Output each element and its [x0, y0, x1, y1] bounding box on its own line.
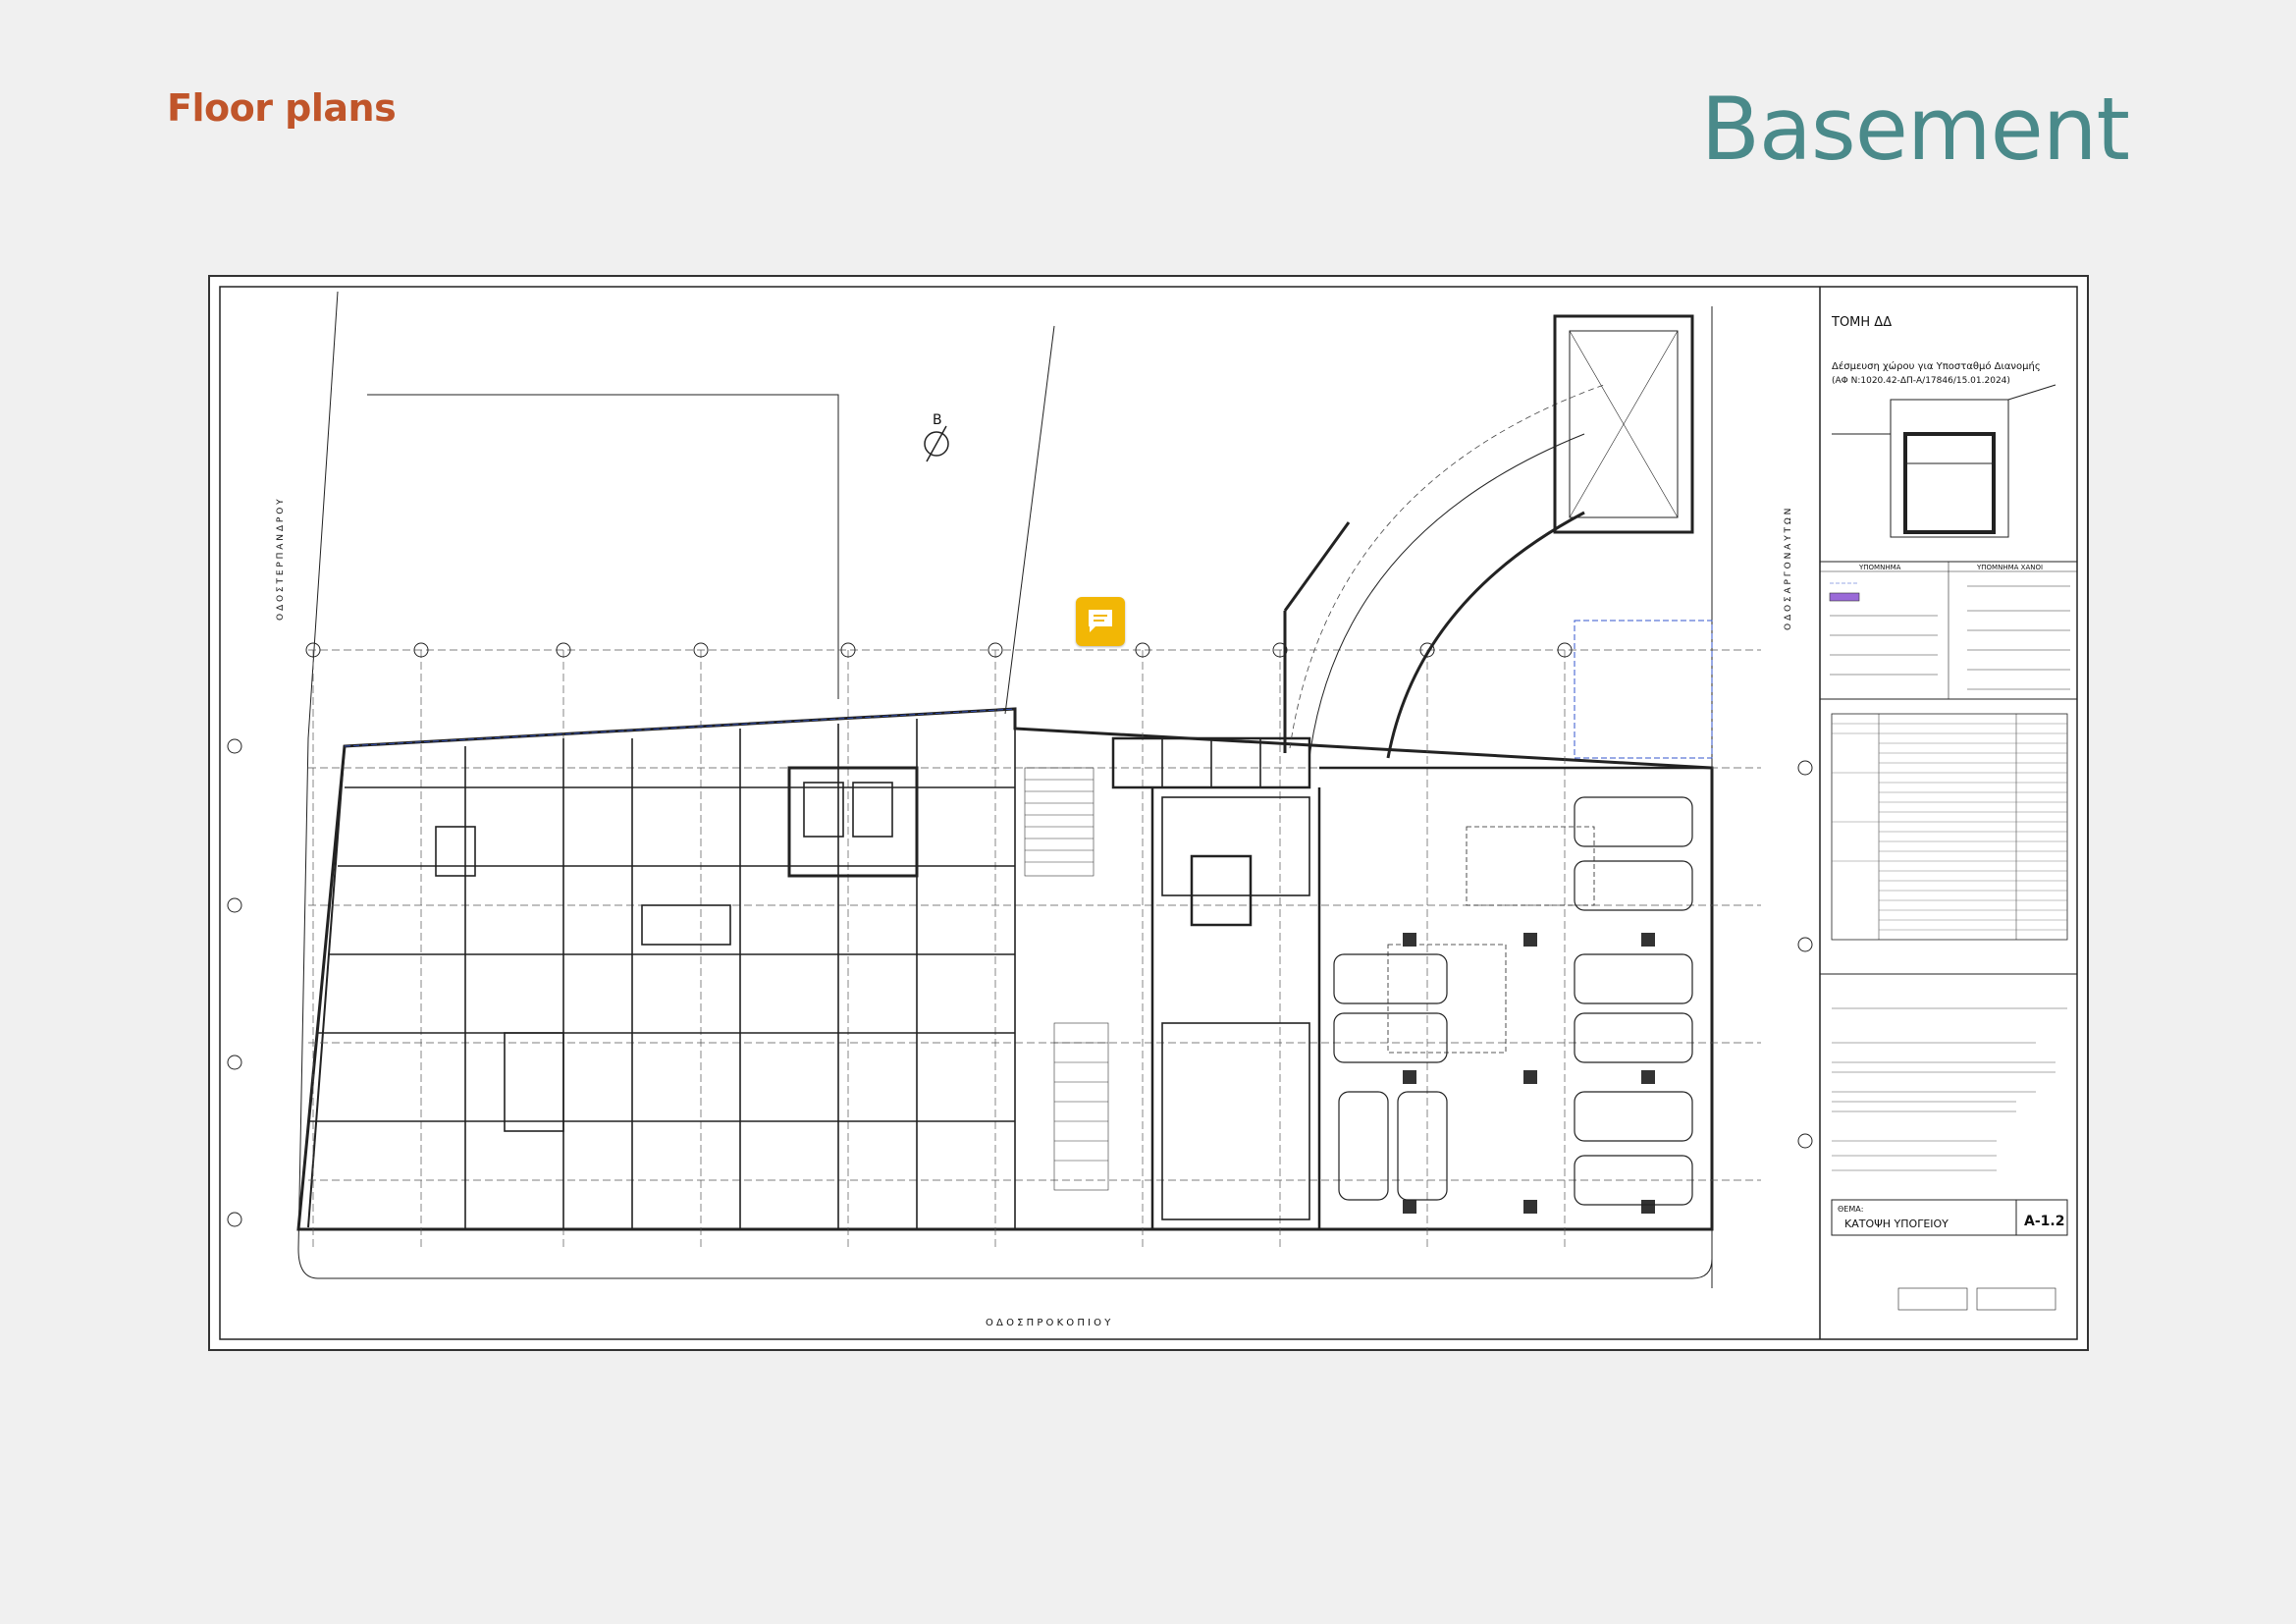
grid-bubbles: [227, 642, 1813, 1227]
legend-header-2: ΥΠΟΜΝΗΜΑ ΧΑΝΟΙ: [1976, 564, 2043, 571]
north-arrow-icon: B: [924, 412, 949, 462]
street-label-bottom: Ο Δ Ο Σ Π Ρ Ο Κ Ο Π Ι Ο Υ: [986, 1318, 1111, 1328]
kerb-line: [297, 1248, 1713, 1279]
legend-header-1: ΥΠΟΜΝΗΜΑ: [1858, 564, 1901, 571]
core-walls: [1111, 736, 1321, 1229]
section-note-1: Δέσμευση χώρου για Υποσταθμό Διανομής: [1832, 360, 2041, 372]
sheet-title: ΚΑΤΟΨΗ ΥΠΟΓΕΙΟΥ: [1844, 1218, 1949, 1230]
ramp-centerline: [1289, 384, 1605, 749]
substation-reservation: [1574, 620, 1713, 759]
stairs: [1024, 767, 1109, 1191]
ramp-arc: [1308, 433, 1585, 759]
sheet-title-label: ΘΕΜΑ:: [1838, 1205, 1863, 1214]
ramp-wall: [1386, 511, 1585, 759]
floor-plan-svg: B Ο Δ Ο Σ Π Ρ Ο Κ Ο Π Ι Ο Υ Ο Δ Ο Σ Τ Ε …: [219, 286, 2078, 1340]
inner-frame: [219, 286, 2078, 1340]
section-heading: ΤΟΜΗ ΔΔ: [1831, 315, 1892, 330]
building-left-wall: [307, 745, 346, 1228]
site-boundary-diag: [1004, 325, 1055, 715]
street-label-right: Ο Δ Ο Σ Α Ρ Γ Ο Ν Α Υ Τ Ω Ν: [1784, 509, 1793, 630]
svg-text:B: B: [933, 412, 942, 428]
title-block: ΤΟΜΗ ΔΔ Δέσμευση χώρου για Υποσταθμό Δια…: [1820, 315, 2077, 1311]
site-boundary-left: [297, 291, 339, 1250]
site-boundary-top: [367, 394, 839, 699]
parking-area: [1319, 766, 1712, 1214]
page-title: Basement: [1700, 79, 2130, 180]
section-label: Floor plans: [167, 86, 397, 130]
section-note-2: (ΑΦ Ν:1020.42-ΔΠ-Α/17846/15.01.2024): [1832, 376, 2010, 386]
grid-lines: [308, 649, 1761, 1249]
comment-icon[interactable]: [1076, 597, 1125, 646]
floor-plan-drawing: B Ο Δ Ο Σ Π Ρ Ο Κ Ο Π Ι Ο Υ Ο Δ Ο Σ Τ Ε …: [208, 275, 2089, 1351]
street-label-left: Ο Δ Ο Σ Τ Ε Ρ Π Α Ν Δ Ρ Ο Υ: [276, 499, 286, 621]
top-shaft: [1553, 314, 1694, 534]
sheet-number: A-1.2: [2024, 1214, 2064, 1229]
comment-glyph: [1089, 610, 1112, 632]
interior-walls: [308, 709, 1016, 1229]
